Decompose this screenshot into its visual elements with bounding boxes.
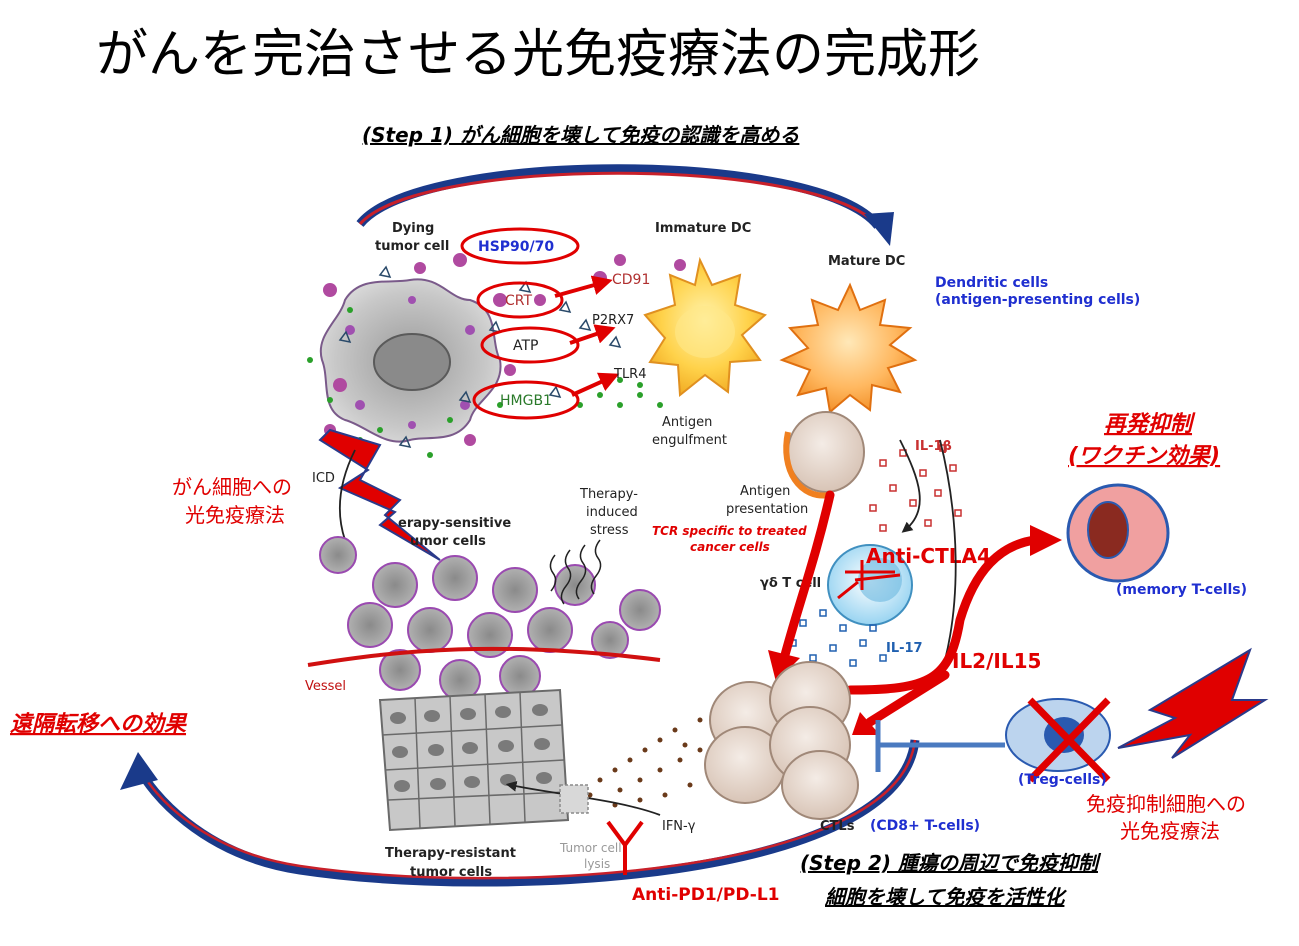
therapy-induced-label-2: induced bbox=[586, 505, 638, 520]
vessel-label: Vessel bbox=[305, 679, 346, 694]
gamma-delta-tcell bbox=[827, 544, 913, 626]
tcr-label-2: cancer cells bbox=[690, 540, 770, 554]
cancer-pit-label-2: 光免疫療法 bbox=[185, 503, 285, 527]
ifn-particles bbox=[587, 717, 703, 808]
antigen-presenting-tcell bbox=[783, 411, 865, 499]
ctl-cluster bbox=[704, 661, 859, 820]
cancer-pit-label: がん細胞への bbox=[172, 475, 292, 499]
memory-tcell bbox=[1066, 483, 1170, 583]
left-lightning-icon bbox=[318, 428, 441, 561]
p2rx7-label: P2RX7 bbox=[592, 313, 634, 328]
recurrence-subtitle: (ワクチン効果) bbox=[1068, 443, 1220, 469]
suppress-pit-label: 免疫抑制細胞への bbox=[1086, 792, 1246, 816]
il1b-label: IL-1β bbox=[915, 439, 952, 454]
icd-arrow bbox=[338, 449, 356, 541]
stress-wavy-lines bbox=[549, 539, 602, 605]
released-molecules bbox=[307, 253, 686, 458]
hsp-label: HSP90/70 bbox=[478, 239, 554, 255]
tumor-lysis-label-2: lysis bbox=[584, 857, 610, 871]
mature-dendritic-cell bbox=[779, 282, 918, 414]
red-activation-arrows bbox=[780, 490, 1040, 727]
il2-label: IL2/IL15 bbox=[952, 649, 1041, 673]
page-title: がんを完治させる光免疫療法の完成形 bbox=[96, 25, 980, 85]
receptor-arrows bbox=[554, 275, 620, 397]
hmgb1-label: HMGB1 bbox=[500, 393, 552, 409]
therapy-induced-label-3: stress bbox=[590, 523, 629, 538]
therapy-sensitive-label-2: umor cells bbox=[410, 534, 486, 549]
anti-ctla4-label: Anti-CTLA4 bbox=[866, 544, 991, 568]
crt-label: CRT bbox=[505, 293, 532, 309]
recurrence-title: 再発抑制 bbox=[1104, 412, 1196, 437]
red-arrow-heads bbox=[768, 525, 1062, 735]
step1-caption: (Step 1) がん細胞を壊して免疫の認識を高める bbox=[362, 123, 799, 147]
distant-metastasis-label: 遠隔転移への効果 bbox=[10, 711, 188, 737]
cd8-label: (CD8+ T-cells) bbox=[870, 818, 980, 834]
dying-tumor-label: Dying bbox=[392, 221, 434, 236]
treg-cell bbox=[875, 697, 1111, 783]
atp-label: ATP bbox=[513, 338, 538, 354]
therapy-sensitive-label: erapy-sensitive bbox=[398, 516, 511, 531]
step2-caption: (Step 2) 腫瘍の周辺で免疫抑制 bbox=[800, 851, 1102, 875]
right-lightning-icon bbox=[1117, 647, 1269, 759]
antigen-pres-label-2: presentation bbox=[726, 502, 808, 517]
treg-label: (Treg-cells) bbox=[1018, 772, 1107, 788]
dendritic-label: Dendritic cells bbox=[935, 275, 1048, 291]
tlr4-label: TLR4 bbox=[613, 367, 647, 382]
tumor-lysis-cell bbox=[559, 784, 589, 814]
anti-pd1-label: Anti-PD1/PD-L1 bbox=[632, 885, 779, 905]
dendritic-label-2: (antigen-presenting cells) bbox=[935, 292, 1140, 308]
dying-tumor-cell bbox=[319, 278, 502, 443]
therapy-sensitive-tumor-cells bbox=[319, 536, 661, 701]
anti-pd1-antibody bbox=[606, 820, 644, 875]
antigen-engulf-label: Antigen bbox=[662, 415, 712, 430]
therapy-resistant-tumor-mass bbox=[378, 688, 570, 832]
dying-tumor-label-2: tumor cell bbox=[375, 239, 449, 254]
memory-label: (memory T-cells) bbox=[1116, 582, 1247, 598]
bottom-cycle-arrow bbox=[120, 739, 920, 887]
immature-dendritic-cell bbox=[643, 256, 767, 397]
tumor-lysis-label: Tumor cell bbox=[559, 841, 622, 855]
icd-label: ICD bbox=[312, 471, 335, 486]
molecule-highlights bbox=[460, 227, 580, 420]
il1b-particles bbox=[869, 444, 962, 532]
immature-dc-label: Immature DC bbox=[655, 221, 751, 236]
therapy-resistant-label-2: tumor cells bbox=[410, 865, 492, 880]
il17-label: IL-17 bbox=[886, 641, 923, 656]
vessel-line bbox=[307, 646, 661, 667]
top-cycle-arrow bbox=[356, 164, 894, 246]
ifn-label: IFN-γ bbox=[662, 819, 696, 834]
dc-output-arrows bbox=[899, 439, 957, 661]
ctls-label: CTLs bbox=[820, 819, 855, 834]
suppress-pit-label-2: 光免疫療法 bbox=[1120, 819, 1220, 843]
antigen-pres-label: Antigen bbox=[740, 484, 790, 499]
therapy-resistant-label: Therapy-resistant bbox=[385, 846, 516, 861]
therapy-induced-label: Therapy- bbox=[579, 487, 638, 502]
step2-caption-2: 細胞を壊して免疫を活性化 bbox=[824, 885, 1067, 909]
antigen-engulf-label-2: engulfment bbox=[652, 433, 727, 448]
mature-dc-label: Mature DC bbox=[828, 254, 905, 269]
tcr-label: TCR specific to treated bbox=[652, 524, 807, 538]
cd91-label: CD91 bbox=[612, 272, 650, 288]
